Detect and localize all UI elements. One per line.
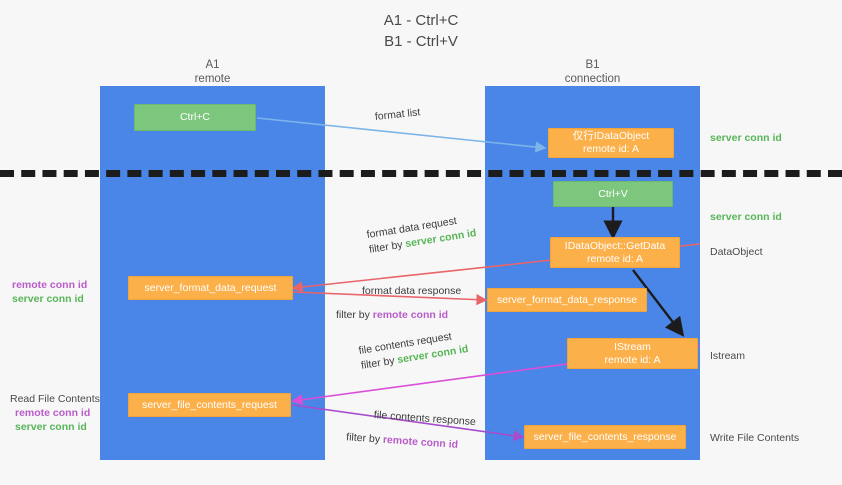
box-server-format-data-request-label: server_format_data_request [144, 281, 277, 294]
box-idataobject-top[interactable]: 仅行IDataObject remote id: A [548, 128, 674, 158]
phase-divider [0, 170, 842, 177]
box-ctrl-v-label: Ctrl+V [598, 187, 628, 200]
box-server-file-contents-response[interactable]: server_file_contents_response [524, 425, 686, 449]
box-ctrl-c[interactable]: Ctrl+C [134, 104, 256, 131]
box-ctrl-v[interactable]: Ctrl+V [553, 181, 673, 207]
box-server-file-contents-response-label: server_file_contents_response [533, 430, 677, 443]
title-line-2: B1 - Ctrl+V [384, 33, 458, 50]
title-line-1: A1 - Ctrl+C [383, 12, 459, 29]
box-idataobject-getdata[interactable]: IDataObject::GetData remote id: A [550, 237, 680, 268]
label-file-contents-response-filter: filter by remote conn id [345, 431, 459, 451]
box-server-file-contents-request-label: server_file_contents_request [142, 398, 277, 411]
column-b1-name: B1 [585, 59, 600, 71]
annotation-file-remote-conn-id: remote conn id [15, 407, 91, 419]
column-a1-sub: remote [194, 73, 231, 85]
box-ctrl-c-label: Ctrl+C [179, 111, 211, 123]
label-format-data-response-text: format data response [362, 285, 462, 297]
label-file-contents-response-filter-value: remote conn id [382, 433, 459, 451]
box-getdata-line1: IDataObject::GetData [564, 239, 666, 252]
box-server-format-data-response-label: server_format_data_response [496, 293, 638, 306]
label-format-list: format list [374, 106, 421, 123]
label-format-data-response-filter-value: remote conn id [372, 309, 449, 321]
box-istream-line2: remote id: A [604, 353, 661, 366]
page-title: A1 - Ctrl+C B1 - Ctrl+V [0, 10, 842, 52]
label-format-data-response: format data response filter by remote co… [336, 284, 462, 323]
annotation-read-file-contents-group: Read File Contents remote conn id server… [10, 392, 100, 434]
annotation-write-file-contents: Write File Contents [710, 432, 800, 444]
annotation-format-remote-conn-id: remote conn id [12, 279, 88, 291]
label-format-data-response-filter: filter by remote conn id [336, 309, 449, 321]
column-header-b1: B1 connection [485, 58, 700, 86]
annotation-read-file-contents: Read File Contents [10, 393, 100, 405]
label-file-contents-response: file contents response filter by remote … [346, 408, 477, 454]
label-format-data-request: format data request filter by server con… [366, 211, 478, 258]
column-header-a1: A1 remote [100, 58, 325, 86]
label-file-contents-request: file contents request filter by server c… [358, 327, 470, 374]
box-istream-line1: IStream [614, 340, 651, 353]
box-getdata-line2: remote id: A [586, 252, 644, 265]
annotation-server-conn-id-2: server conn id [710, 211, 782, 223]
box-server-file-contents-request[interactable]: server_file_contents_request [128, 393, 291, 417]
box-istream[interactable]: IStream remote id: A [567, 338, 698, 369]
annotation-format-server-conn-id: server conn id [12, 293, 84, 305]
annotation-file-server-conn-id: server conn id [15, 421, 87, 433]
box-server-format-data-response[interactable]: server_format_data_response [487, 288, 647, 312]
annotation-server-conn-id-1: server conn id [710, 132, 782, 144]
box-idataobject-top-line2: remote id: A [582, 143, 640, 155]
box-server-format-data-request[interactable]: server_format_data_request [128, 276, 293, 300]
annotation-dataobject: DataObject [710, 246, 763, 258]
column-b1-sub: connection [564, 73, 621, 85]
label-file-contents-response-text: file contents response [373, 409, 477, 429]
column-a1-name: A1 [205, 59, 220, 71]
annotation-istream: Istream [710, 350, 746, 362]
annotation-format-conn-ids: remote conn id server conn id [12, 278, 87, 306]
box-idataobject-top-line1: 仅行IDataObject [572, 130, 650, 142]
